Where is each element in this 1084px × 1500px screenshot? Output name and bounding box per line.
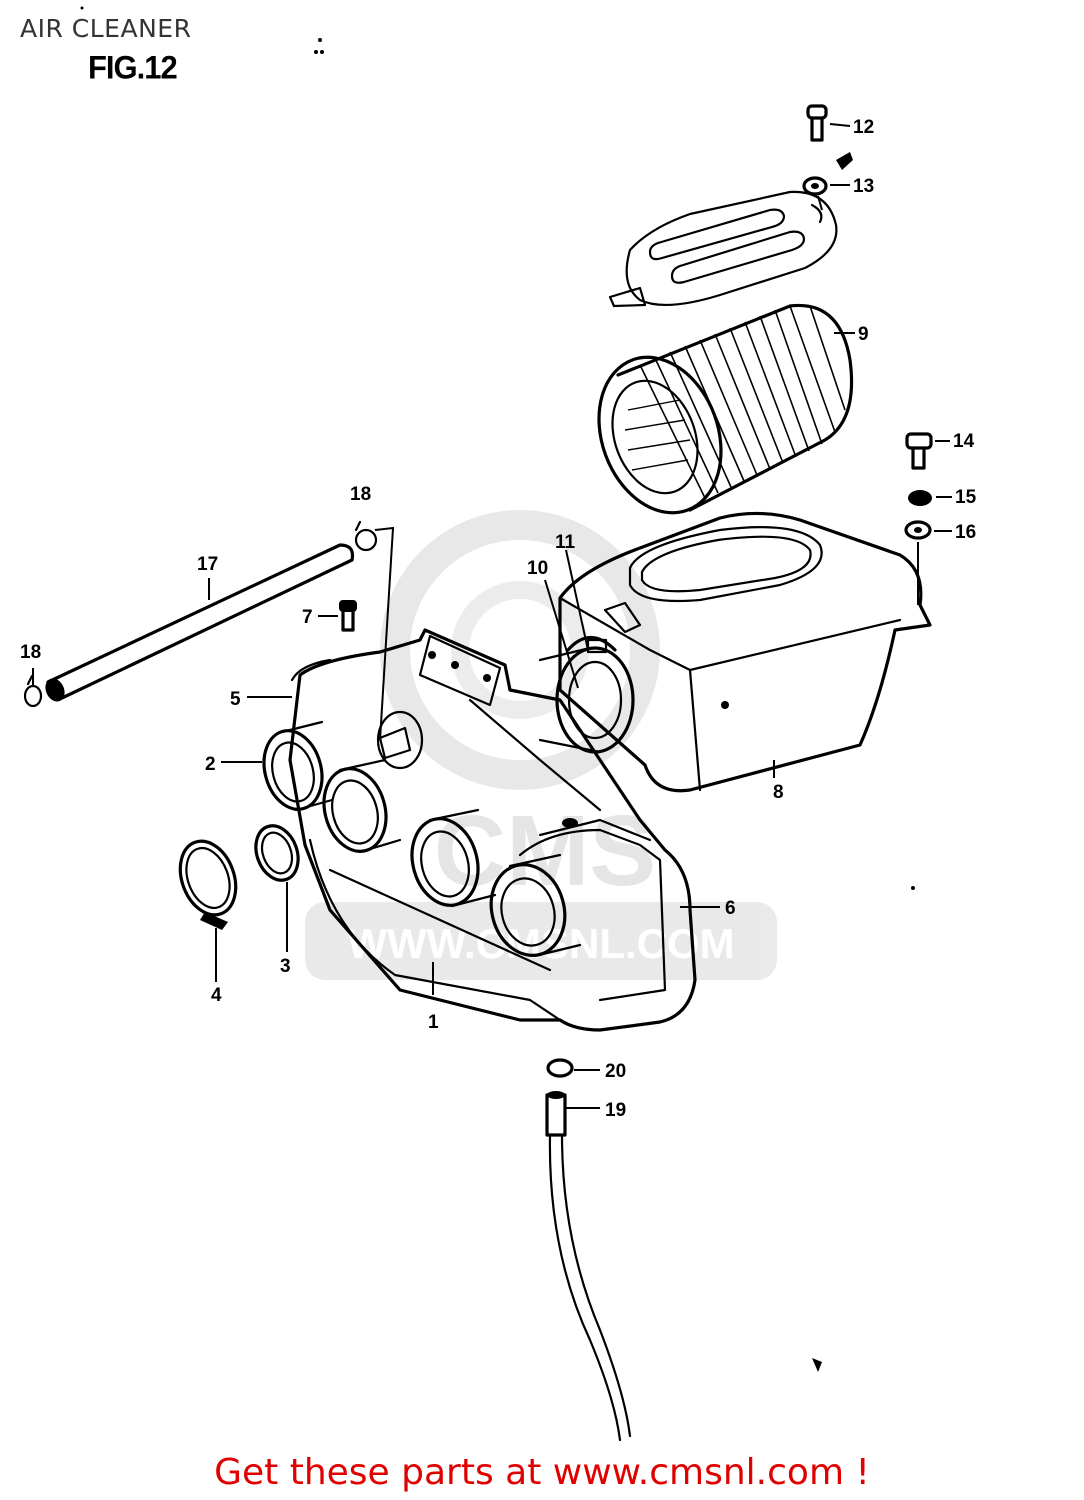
- part-4-clamp-band: [178, 839, 238, 930]
- callout-16: 16: [955, 522, 976, 543]
- callout-20: 20: [605, 1061, 626, 1082]
- part-5-gasket: [290, 658, 332, 682]
- callout-17: 17: [197, 554, 218, 575]
- part-7-screw: [339, 600, 357, 632]
- callout-7: 7: [302, 607, 313, 628]
- callout-4: 4: [211, 985, 222, 1006]
- part-12-screw: [806, 104, 828, 142]
- callout-5: 5: [230, 689, 241, 710]
- callout-19: 19: [605, 1100, 626, 1121]
- callout-18-top: 18: [350, 484, 371, 505]
- part-19-drain-tube: [545, 1091, 632, 1442]
- part-15-washer: [908, 490, 932, 506]
- callout-6: 6: [725, 898, 736, 919]
- callout-numbers: 1 2 3 4 5 6 7 8 9 10 11 12 13 14 15 16 1…: [20, 117, 977, 1121]
- part-18-clip-top: [354, 520, 378, 552]
- callout-13: 13: [853, 176, 874, 197]
- leader-lines: [32, 123, 952, 1109]
- cmsnl-watermark: CMS WWW.CMSNL.COM: [305, 510, 777, 980]
- callout-3: 3: [280, 956, 291, 977]
- figure-label: FIG.12: [88, 49, 178, 86]
- callout-15: 15: [955, 487, 977, 508]
- part-17-breather-tube: [45, 543, 355, 702]
- part-20-clip: [546, 1058, 574, 1078]
- callout-8: 8: [773, 782, 784, 803]
- intake-boot-4: [489, 853, 582, 958]
- part-9-air-filter-element: [597, 303, 854, 515]
- callout-9: 9: [858, 324, 869, 345]
- part-1-intake-housing: [288, 628, 697, 1032]
- part-13-grommet: [802, 152, 853, 196]
- callout-2: 2: [205, 754, 216, 775]
- intake-boot-1: [262, 720, 334, 812]
- intake-boot-2: [322, 758, 402, 854]
- callout-1: 1: [428, 1012, 439, 1033]
- callout-12: 12: [853, 117, 874, 138]
- part-14-bolt: [905, 432, 933, 470]
- callout-11: 11: [555, 532, 576, 553]
- page-title: AIR CLEANER: [20, 14, 192, 43]
- footer-parts-link[interactable]: Get these parts at www.cmsnl.com !: [214, 1452, 870, 1493]
- part-3-ring: [254, 824, 300, 882]
- callout-18-left: 18: [20, 642, 41, 663]
- callout-14: 14: [953, 431, 975, 452]
- filter-cover-plate: [608, 190, 838, 308]
- callout-10: 10: [527, 558, 548, 579]
- intake-boot-3: [410, 808, 497, 908]
- part-8-air-cleaner-case: [558, 511, 932, 793]
